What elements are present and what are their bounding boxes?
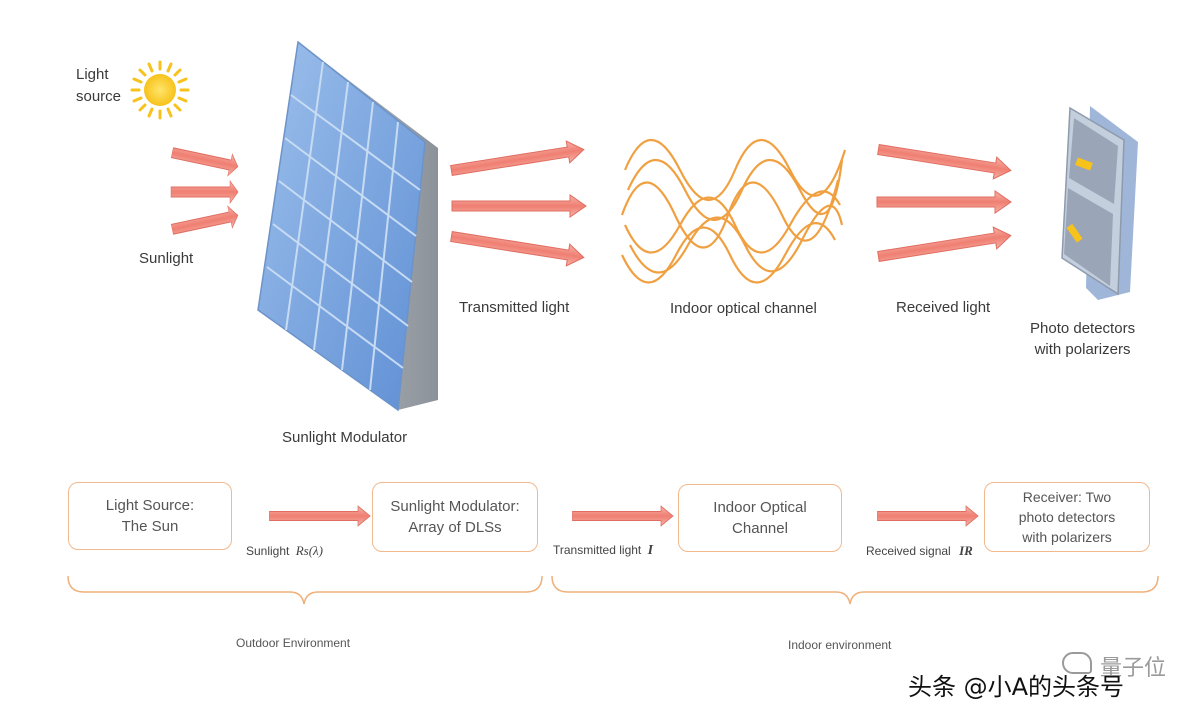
flow-box-light-source-text: Light Source: The Sun xyxy=(105,497,195,535)
flow-arrow-2 xyxy=(572,505,674,527)
sunlight-signal-symbol: Rs(λ) xyxy=(295,543,324,558)
flow-box-indoor-channel: Indoor Optical Channel xyxy=(678,484,842,552)
transmitted-light-label: Transmitted light xyxy=(459,299,570,316)
indoor-environment-label: Indoor environment xyxy=(788,638,892,652)
flow-box-receiver-text: Receiver: Two photo detectors with polar… xyxy=(1018,489,1116,545)
light-source-label: Light source xyxy=(76,66,122,105)
flow-box-sunlight-modulator: Sunlight Modulator: Array of DLSs xyxy=(372,482,538,552)
flow-arrow-3 xyxy=(877,505,979,527)
received-light-label: Received light xyxy=(896,299,991,316)
received-light-arrows xyxy=(876,138,1014,268)
flow-box-light-source: Light Source: The Sun xyxy=(68,482,232,550)
sunlight-label: Sunlight xyxy=(139,250,194,267)
sunlight-modulator-label: Sunlight Modulator xyxy=(282,429,408,446)
sunlight-signal-text: Sunlight xyxy=(246,544,290,558)
flow-box-sunlight-modulator-text: Sunlight Modulator: Array of DLSs xyxy=(390,498,520,536)
flow-arrow-2-label: Transmitted light I xyxy=(553,543,653,559)
outdoor-environment-label: Outdoor Environment xyxy=(236,636,351,650)
optical-channel-waves xyxy=(620,139,847,284)
flow-box-indoor-channel-text: Indoor Optical Channel xyxy=(713,499,807,537)
sunlight-arrows xyxy=(169,141,241,241)
watermark-text: 头条 @小A的头条号 xyxy=(908,673,1125,701)
indoor-brace xyxy=(551,575,1159,605)
flow-arrow-1-label: Sunlight Rs(λ) xyxy=(246,543,323,559)
sun-icon xyxy=(130,60,190,120)
transmitted-light-arrows xyxy=(449,138,587,269)
transmitted-signal-symbol: I xyxy=(647,543,654,558)
flow-arrow-1 xyxy=(269,505,371,527)
watermark-ghost-text: 量子位 xyxy=(1100,656,1167,681)
watermark-logo-icon xyxy=(1062,652,1092,674)
flow-box-receiver: Receiver: Two photo detectors with polar… xyxy=(984,482,1150,552)
received-signal-symbol: IR xyxy=(959,543,973,558)
transmitted-signal-text: Transmitted light xyxy=(553,543,642,557)
received-signal-text: Received signal xyxy=(866,544,951,558)
indoor-optical-channel-label: Indoor optical channel xyxy=(670,300,817,317)
photo-detectors-label: Photo detectors with polarizers xyxy=(1030,320,1136,358)
photo-detector-device xyxy=(1061,106,1138,300)
flow-arrow-3-label: Received signal IR xyxy=(866,543,973,559)
outdoor-brace xyxy=(67,575,543,605)
sunlight-modulator-panel xyxy=(257,40,438,412)
